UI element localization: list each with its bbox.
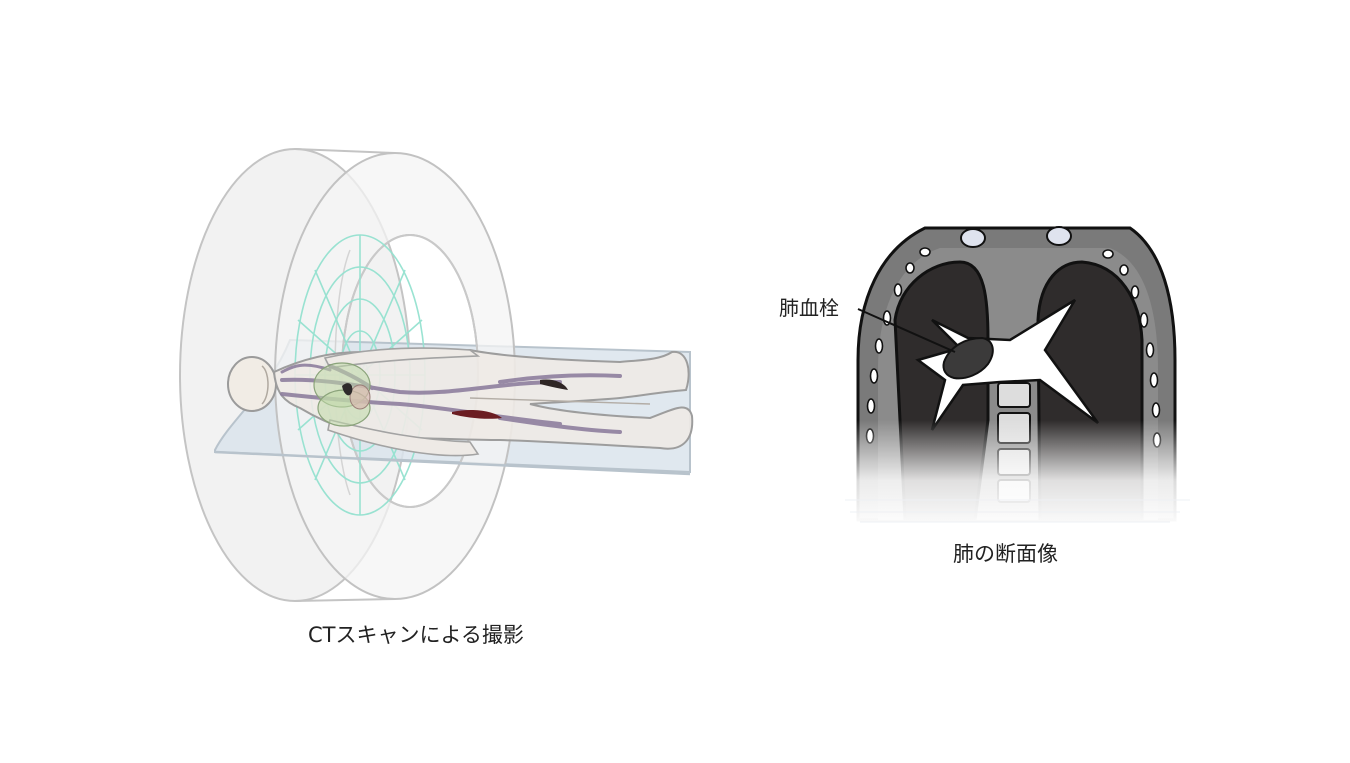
- lung-section-caption: 肺の断面像: [953, 538, 1058, 568]
- fade-overlay: [845, 420, 1190, 530]
- embolus-label: 肺血栓: [779, 292, 839, 321]
- lung-cross-section-icon: [845, 227, 1190, 530]
- ct-scan-caption: CTスキャンによる撮影: [308, 619, 524, 649]
- ct-scanner-icon: [180, 149, 692, 601]
- lungs-overlay: [314, 363, 370, 426]
